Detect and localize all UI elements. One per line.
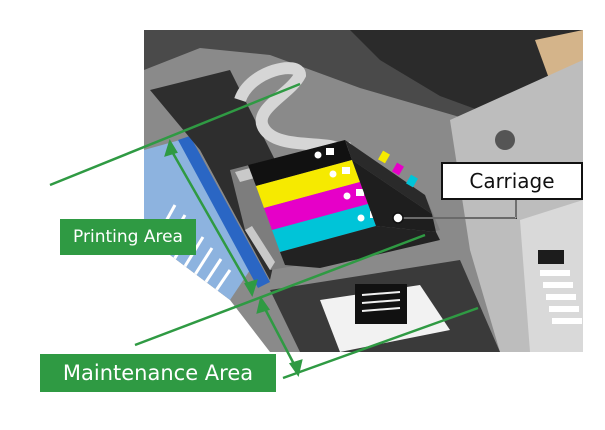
printing-area-arrow-head-top (164, 138, 178, 157)
drop-icon (314, 151, 322, 159)
magenta-side-tab (392, 162, 404, 176)
carriage-base (280, 226, 440, 268)
right-slot (538, 250, 564, 264)
dimension-arrows (164, 138, 303, 378)
magenta-cartridge (264, 182, 368, 230)
printing-area-arrow-head-bottom (244, 279, 258, 298)
maintenance-area-bottom-line (282, 306, 479, 380)
cartridge-front-black (345, 140, 432, 214)
yellow-side-tab (378, 150, 390, 164)
area-guide-lines (49, 82, 479, 380)
cyan-side-tab (406, 174, 418, 188)
yellow-cartridge-tab (342, 167, 350, 174)
pulley (495, 130, 515, 150)
paper-support (144, 140, 250, 300)
drop-icon (329, 170, 337, 178)
carriage (230, 140, 440, 270)
callout-dot (392, 212, 404, 224)
drop-icon (343, 192, 351, 200)
paper-guide (178, 136, 270, 288)
printing-area-arrow (168, 147, 252, 289)
drop-icon (357, 214, 365, 222)
capping-lines (361, 291, 401, 312)
maintenance-area-arrow (261, 304, 298, 369)
carriage-label: Carriage (441, 162, 583, 200)
capping-unit (355, 284, 407, 324)
maintenance-area-label: Maintenance Area (40, 354, 276, 392)
carriage-callout (392, 199, 517, 224)
carriage-left-edge (245, 226, 275, 270)
black-cartridge-tab (326, 148, 334, 155)
printing-area-top-line (49, 82, 301, 187)
magenta-cartridge-tab (356, 189, 364, 196)
maintenance-area-arrow-head-top (256, 295, 271, 314)
printing-area-label: Printing Area (60, 219, 196, 255)
right-grille (540, 270, 582, 324)
cyan-cartridge (272, 204, 376, 252)
maintenance-area-arrow-head-bottom (288, 359, 303, 378)
flat-cable (234, 62, 345, 156)
cartridge-fronts (352, 160, 436, 232)
printing-area-bottom-line (134, 233, 426, 347)
